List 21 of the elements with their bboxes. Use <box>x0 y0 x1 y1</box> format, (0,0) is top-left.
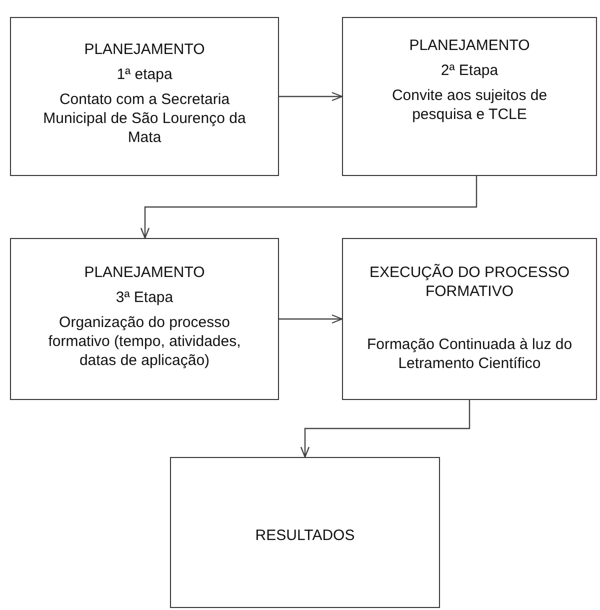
box-text: 2ª Etapa <box>440 61 498 80</box>
process-box <box>10 17 279 176</box>
box-heading: PLANEJAMENTO <box>84 40 205 59</box>
process-box <box>10 238 279 400</box>
box-heading: RESULTADOS <box>255 526 355 545</box>
process-box <box>342 238 597 400</box>
box-text: Formação Continuada à luz do Letramento Científico <box>366 335 574 373</box>
box-text: 1ª etapa <box>116 65 172 84</box>
process-box <box>342 17 597 176</box>
process-box <box>170 457 440 608</box>
box-heading: PLANEJAMENTO <box>84 263 205 282</box>
box-heading: PLANEJAMENTO <box>409 36 530 55</box>
box-text: Contato com a Secretaria Municipal de São Lourenço da Mata <box>42 90 247 147</box>
box-heading: EXECUÇÃO DO PROCESSO FORMATIVO <box>368 263 571 301</box>
arrow <box>279 92 343 102</box>
box-text: 3ª Etapa <box>116 288 174 307</box>
box-text: Organização do processo formativo (tempo, atividades, datas de aplicação) <box>47 313 242 370</box>
arrow <box>279 314 343 324</box>
box-text: Convite aos sujeitos de pesquisa e TCLE <box>390 86 548 124</box>
arrow <box>140 176 478 239</box>
arrow <box>300 400 470 458</box>
